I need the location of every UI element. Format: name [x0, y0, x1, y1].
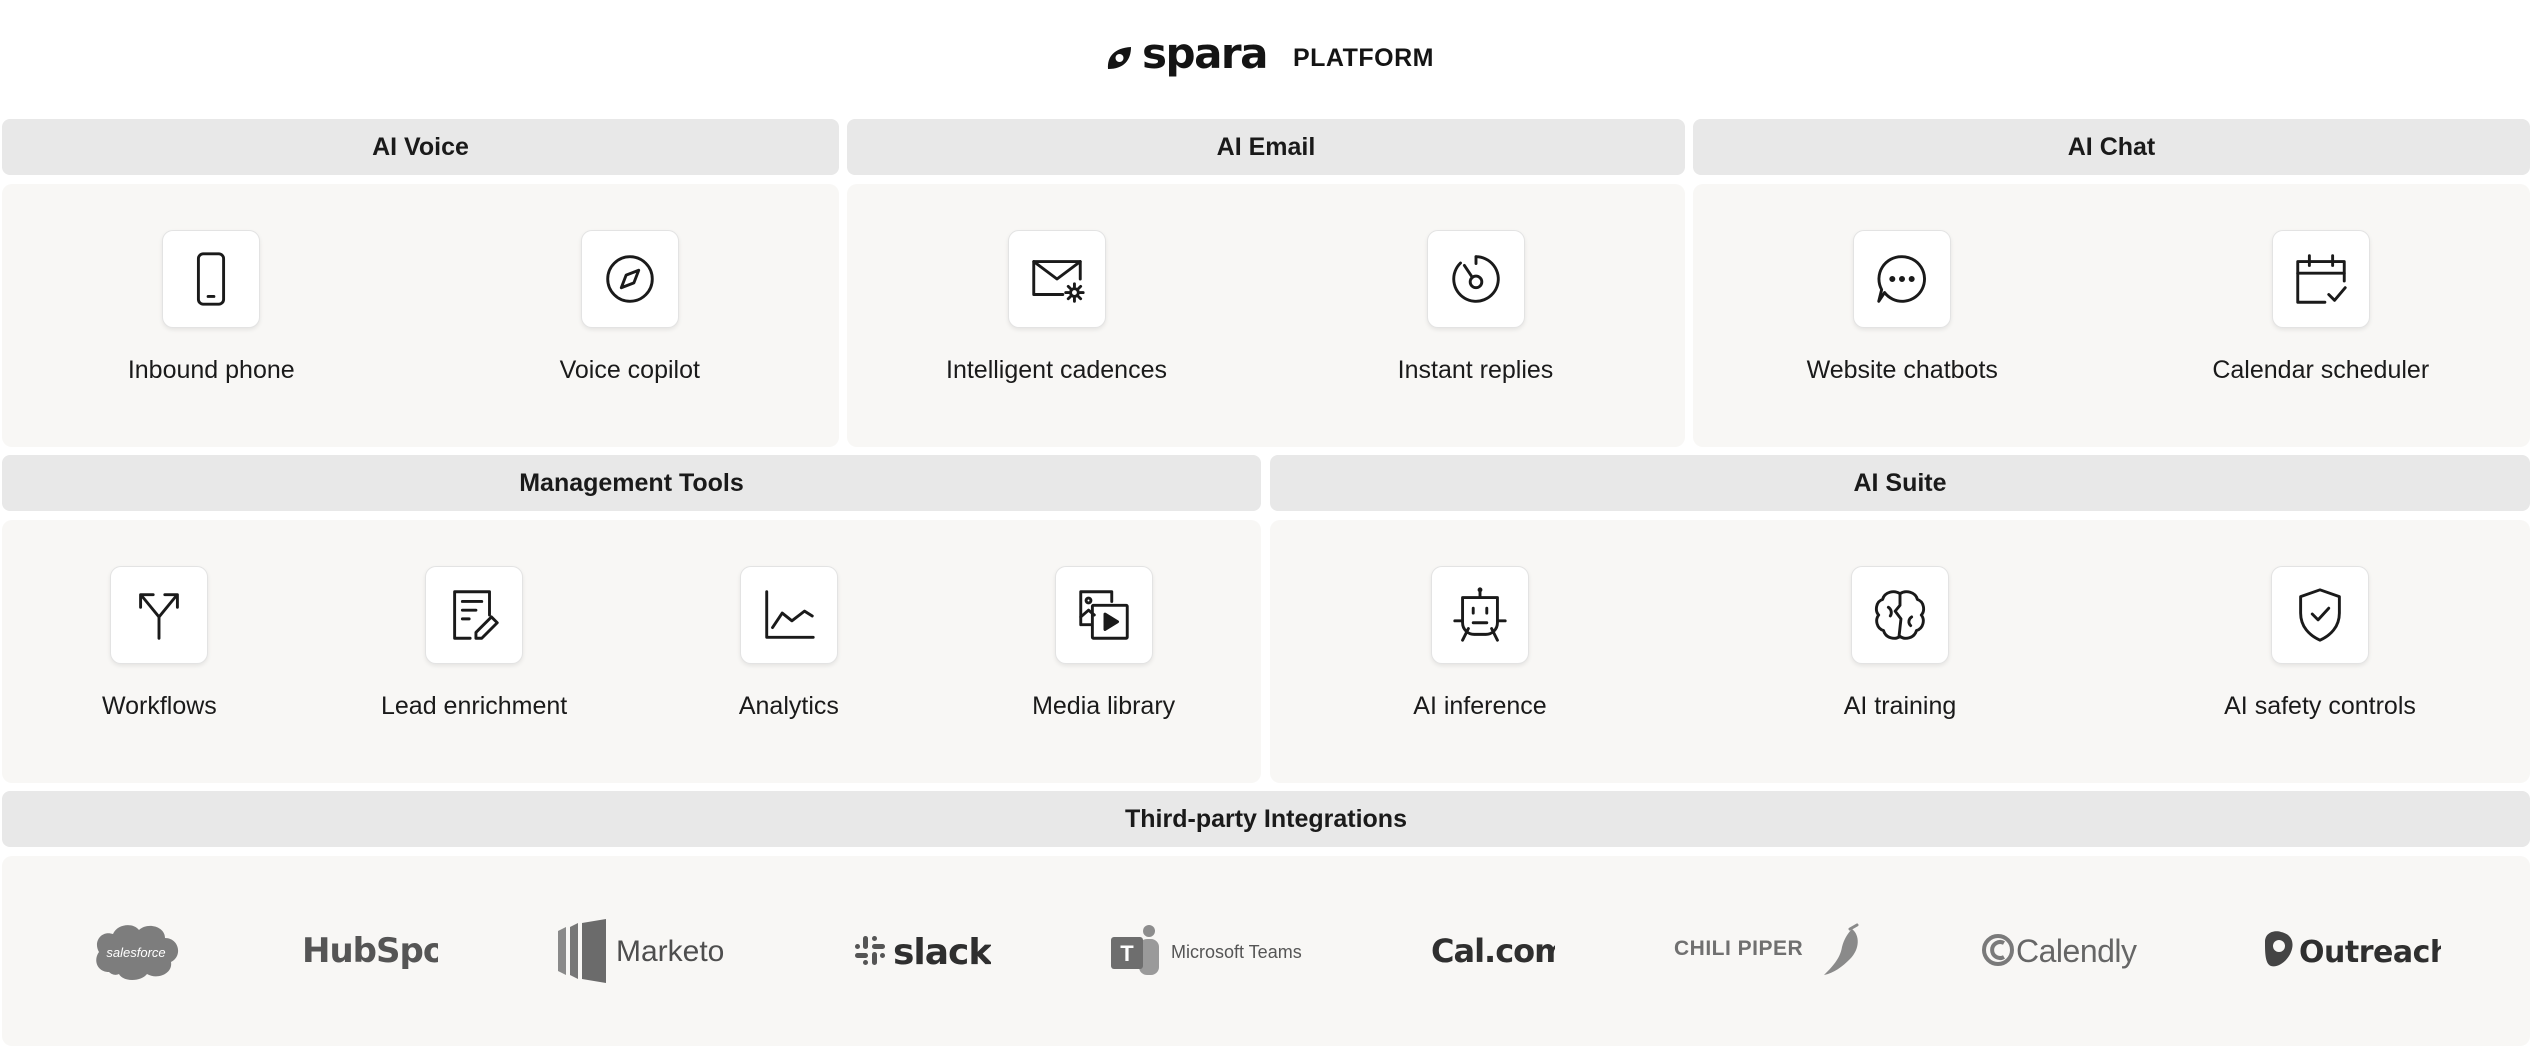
feature-label: Calendar scheduler	[2212, 356, 2430, 384]
brain-icon	[1874, 590, 1926, 640]
logo-text: HubSpot	[302, 931, 438, 971]
section-header-ai-suite: AI Suite	[1270, 455, 2530, 511]
feature-workflows[interactable]: Workflows	[2, 520, 317, 783]
marketo-wordmark: Marketo	[558, 919, 724, 983]
feature-label: Workflows	[101, 692, 217, 720]
salesforce-cloud-icon: salesforce	[96, 925, 179, 980]
section-header-management-tools: Management Tools	[2, 455, 1261, 511]
section-header-ai-chat: AI Chat	[1693, 119, 2530, 175]
feature-voice-copilot[interactable]: Voice copilot	[421, 184, 840, 447]
feature-label: Website chatbots	[1806, 356, 1998, 384]
feature-tile	[580, 230, 679, 328]
feature-ai-inference[interactable]: AI inference	[1270, 520, 1690, 783]
feature-website-chatbots[interactable]: Website chatbots	[1693, 184, 2112, 447]
feature-calendar-scheduler[interactable]: Calendar scheduler	[2112, 184, 2531, 447]
platform-header: spara PLATFORM	[0, 28, 2538, 88]
logo-text: salesforce	[107, 945, 166, 960]
brand-name: spara	[1142, 29, 1268, 78]
feature-label: Intelligent cadences	[946, 356, 1167, 384]
chili-piper-logo[interactable]: CHILI PIPER	[1674, 923, 1864, 979]
logo-text: Outreach	[2299, 935, 2441, 970]
feature-inbound-phone[interactable]: Inbound phone	[2, 184, 421, 447]
media-gallery-icon	[1078, 590, 1129, 640]
logo-text: Microsoft Teams	[1171, 942, 1302, 962]
logo-text: Calendly	[2016, 933, 2137, 969]
line-chart-icon	[765, 590, 815, 639]
feature-tile	[1853, 230, 1952, 328]
spara-leaf-logo-icon	[1107, 47, 1131, 69]
feature-label: Voice copilot	[559, 356, 700, 384]
slack-wordmark: slack	[854, 932, 991, 973]
calendar-check-icon	[2296, 254, 2347, 304]
feature-ai-training[interactable]: AI training	[1690, 520, 2110, 783]
feature-tile	[1054, 566, 1153, 664]
feature-tile	[1851, 566, 1949, 664]
feature-label: Analytics	[738, 692, 839, 720]
panel-ai-email: Intelligent cadences Instant replies	[847, 184, 1685, 447]
feature-label: Media library	[1032, 692, 1176, 720]
feature-tile	[2271, 230, 2370, 328]
document-edit-icon	[453, 590, 499, 640]
feature-label: AI safety controls	[2224, 692, 2416, 720]
hubspot-wordmark: HubSpot	[302, 931, 438, 971]
feature-tile	[1431, 566, 1529, 664]
panel-management-tools: Workflows Lead enrichment Analytics	[2, 520, 1261, 783]
feature-media-library[interactable]: Media library	[946, 520, 1261, 783]
svg-text:T: T	[1120, 941, 1134, 966]
feature-label: AI training	[1843, 692, 1957, 720]
outreach-wordmark: Outreach	[2264, 931, 2441, 970]
feature-tile	[739, 566, 838, 664]
feature-tile	[162, 230, 261, 328]
compass-icon	[606, 255, 654, 303]
section-header-ai-email: AI Email	[847, 119, 1685, 175]
calendly-wordmark: Calendly	[1982, 933, 2138, 969]
feature-tile	[425, 566, 524, 664]
logo-text: slack	[893, 932, 991, 973]
panel-ai-chat: Website chatbots Calendar scheduler	[1693, 184, 2530, 447]
logo-text: Marketo	[616, 935, 724, 968]
feature-ai-safety-controls[interactable]: AI safety controls	[2110, 520, 2530, 783]
hubspot-logo[interactable]: HubSpot	[302, 926, 438, 976]
feature-label: Inbound phone	[127, 356, 295, 384]
chili-piper-wordmark: CHILI PIPER	[1674, 923, 1859, 975]
shield-check-icon	[2299, 588, 2341, 642]
mail-settings-icon	[1031, 260, 1085, 303]
outreach-logo[interactable]: Outreach	[2261, 926, 2441, 976]
logo-text: Cal.com	[1431, 932, 1555, 970]
panel-ai-suite: AI inference AI training AI safety contr…	[1270, 520, 2530, 783]
feature-lead-enrichment[interactable]: Lead enrichment	[317, 520, 632, 783]
section-header-ai-voice: AI Voice	[2, 119, 839, 175]
page-title: PLATFORM	[1292, 43, 1434, 72]
panel-ai-voice: Inbound phone Voice copilot	[2, 184, 839, 447]
feature-tile	[110, 566, 209, 664]
feature-label: Instant replies	[1397, 356, 1554, 384]
feature-instant-replies[interactable]: Instant replies	[1266, 184, 1685, 447]
microsoft-teams-wordmark: T Microsoft Teams	[1110, 925, 1302, 975]
spara-logo[interactable]: spara	[1104, 33, 1268, 79]
feature-label: AI inference	[1413, 692, 1547, 720]
feature-tile	[1007, 230, 1106, 328]
timer-icon	[1451, 255, 1500, 303]
cal-com-wordmark: Cal.com	[1431, 932, 1555, 970]
section-header-integrations: Third-party Integrations	[2, 791, 2530, 847]
panel-integrations: salesforce HubSpot Marketo	[2, 856, 2530, 1046]
calendly-logo[interactable]: Calendly	[1982, 926, 2142, 976]
feature-tile	[1426, 230, 1525, 328]
feature-tile	[2271, 566, 2369, 664]
feature-intelligent-cadences[interactable]: Intelligent cadences	[847, 184, 1266, 447]
feature-label: Lead enrichment	[381, 692, 568, 720]
robot-icon	[1453, 587, 1507, 642]
cal-com-logo[interactable]: Cal.com	[1431, 926, 1555, 976]
salesforce-logo[interactable]: salesforce	[91, 920, 183, 982]
microsoft-teams-logo[interactable]: T Microsoft Teams	[1109, 923, 1313, 979]
split-arrows-icon	[139, 593, 180, 640]
marketo-logo[interactable]: Marketo	[556, 919, 732, 983]
logo-text: CHILI PIPER	[1674, 937, 1803, 960]
chat-bubble-icon	[1877, 255, 1927, 303]
smartphone-icon	[197, 252, 226, 306]
feature-analytics[interactable]: Analytics	[632, 520, 947, 783]
slack-logo[interactable]: slack	[851, 926, 991, 976]
